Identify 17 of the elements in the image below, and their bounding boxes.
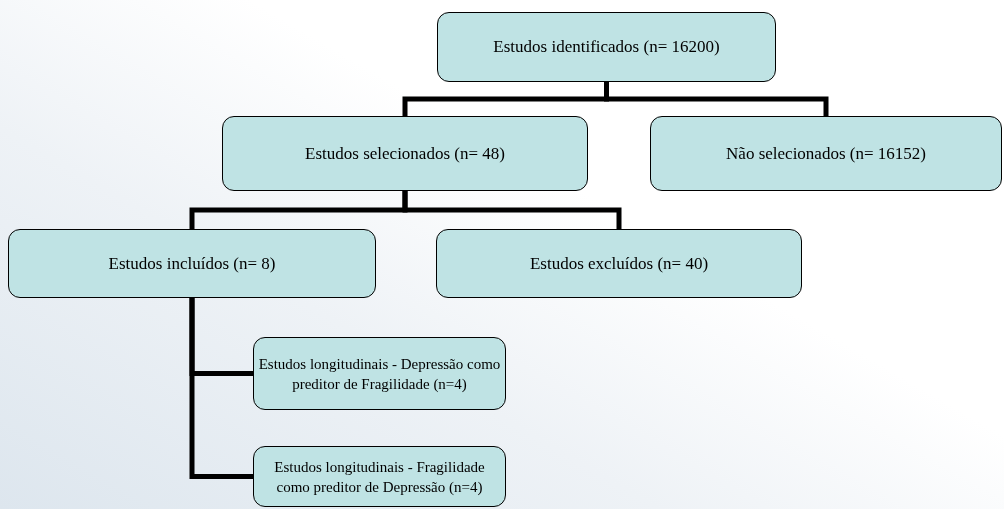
process-box	[222, 116, 588, 191]
process-box	[437, 12, 776, 82]
box-label: Estudos longitudinais - Depressão como preditor de Fragilidade (n=4)	[258, 354, 501, 394]
process-box	[253, 446, 506, 507]
connector-line	[604, 82, 829, 116]
box-label: Estudos excluídos (n= 40)	[529, 252, 709, 275]
box-label: Estudos longitudinais - Fragilidade como preditor de Depressão (n=4)	[273, 457, 486, 497]
connector-line	[402, 191, 622, 229]
box-label: Estudos identificados (n= 16200)	[493, 36, 720, 58]
process-box	[650, 116, 1002, 191]
process-box	[253, 337, 506, 410]
box-label: Não selecionados (n= 16152)	[726, 142, 926, 165]
connector-line	[189, 298, 253, 479]
process-box	[8, 229, 376, 298]
box-label: Estudos selecionados (n= 48)	[305, 142, 505, 165]
box-label: Estudos incluídos (n= 8)	[108, 252, 276, 275]
process-box	[436, 229, 802, 298]
